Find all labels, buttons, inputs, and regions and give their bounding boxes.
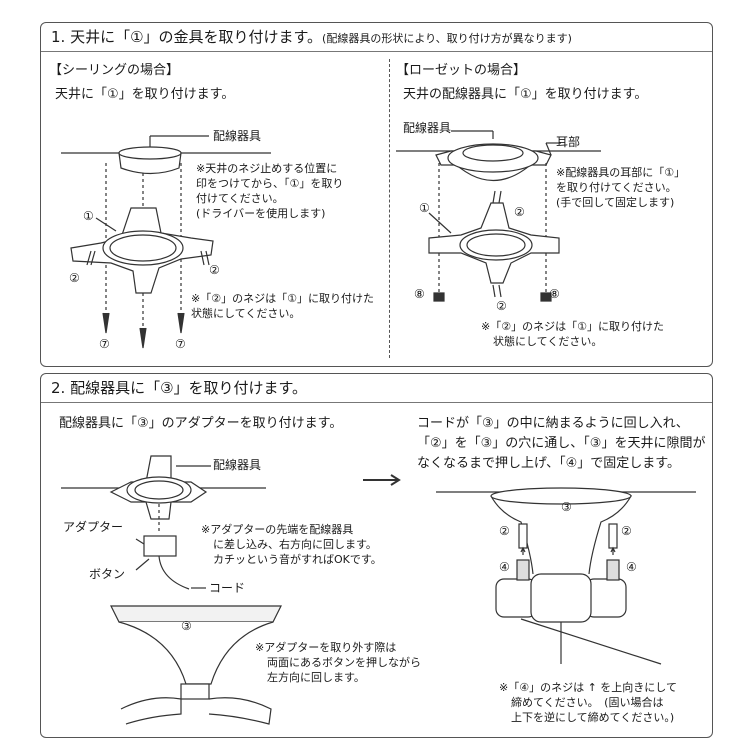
adapter-label-button: ボタン [89,567,126,581]
install-note-line: 締めてください。 (固い場合は [511,696,664,709]
adapter-note1: ※アダプターの先端を配線器具 に差し込み、右方向に回します。 カチッという音がす… [201,522,382,567]
section1-divider [389,59,390,358]
rosette-note-line: (手で回して固定します) [556,196,675,209]
ceiling-num-1: ① [83,209,94,223]
adapter-num-3: ③ [181,619,192,633]
section1-title-note: (配線器具の形状により、取り付け方が異なります) [322,32,572,45]
ceiling-num-2-right: ② [209,263,220,277]
ceiling-note: ※天井のネジ止めする位置に 印をつけてから、「①」を取り 付けてください。 (ド… [196,161,343,221]
rosette-intro: 天井の配線器具に「①」を取り付けます。 [403,87,648,102]
section1-title-text: 1. 天井に「①」の金具を取り付けます。 [51,28,323,46]
adapter-illustration [61,455,696,725]
adapter-note1-line: に差し込み、右方向に回します。 [213,538,377,551]
rosette-note-line: を取り付けてください。 [556,181,677,194]
rosette-note2-line: ※「②」のネジは「①」に取り付けた [481,320,664,333]
section2-title-text: 2. 配線器具に「③」を取り付けます。 [51,379,308,397]
ceiling-note2-line: 状態にしてください。 [191,307,301,320]
rosette-note-line: ※配線器具の耳部に「①」 [556,166,686,179]
ceiling-note-line: 付けてください。 [196,192,284,205]
install-num-2-left: ② [499,524,510,538]
install-note-line: 上下を逆にして締めてください。) [511,711,675,724]
install-note-line: ※「④」のネジは ↑ を上向きにして [499,681,677,694]
section1-panel: 1. 天井に「①」の金具を取り付けます。(配線器具の形状により、取り付け方が異な… [40,22,713,367]
ceiling-num-2-left: ② [69,271,80,285]
adapter-note2-line: ※アダプターを取り外す際は [255,641,397,654]
adapter-label-adapter: アダプター [63,520,124,534]
rosette-num-2-top: ② [514,205,525,219]
adapter-note2: ※アダプターを取り外す際は 両面にあるボタンを押しながら 左方向に回します。 [255,640,421,685]
ceiling-note-line: (ドライバーを使用します) [196,207,326,220]
ceiling-note-line: ※天井のネジ止めする位置に [196,162,338,175]
install-num-4-left: ④ [499,560,510,574]
section2-panel: 2. 配線器具に「③」を取り付けます。 [40,373,713,738]
rosette-note: ※配線器具の耳部に「①」 を取り付けてください。 (手で回して固定します) [556,165,685,210]
install-num-2-right: ② [621,524,632,538]
rosette-label-haisen: 配線器具 [403,121,452,135]
ceiling-heading: 【シーリングの場合】 [49,63,180,78]
adapter-note1-line: カチッという音がすればOKです。 [213,553,382,566]
adapter-note2-line: 両面にあるボタンを押しながら [267,656,421,669]
ceiling-note2: ※「②」のネジは「①」に取り付けた 状態にしてください。 [191,291,374,321]
rosette-label-mimi: 耳部 [556,135,581,149]
install-note: ※「④」のネジは ↑ を上向きにして 締めてください。 (固い場合は 上下を逆に… [499,680,677,725]
adapter-note1-line: ※アダプターの先端を配線器具 [201,523,354,536]
ceiling-note-line: 印をつけてから、「①」を取り [196,177,344,190]
adapter-label-cord: コード [209,581,246,595]
adapter-intro: 配線器具に「③」のアダプターを取り付けます。 [59,416,343,431]
rosette-num-2-bottom: ② [496,299,507,313]
install-intro-line: なくなるまで押し上げ、「④」で固定します。 [417,456,680,471]
rosette-mount-illustration [396,130,601,302]
rosette-num-8-right: ⑧ [549,287,560,301]
ceiling-num-7-right: ⑦ [175,337,186,351]
ceiling-num-7-left: ⑦ [99,337,110,351]
adapter-note2-line: 左方向に回します。 [267,671,365,684]
rosette-num-1: ① [419,201,430,215]
section2-title: 2. 配線器具に「③」を取り付けます。 [41,374,712,403]
rosette-note2-line: 状態にしてください。 [493,335,603,348]
ceiling-intro: 天井に「①」を取り付けます。 [55,87,235,102]
rosette-heading: 【ローゼットの場合】 [396,63,527,78]
section1-title: 1. 天井に「①」の金具を取り付けます。(配線器具の形状により、取り付け方が異な… [41,23,712,52]
install-num-3: ③ [561,500,572,514]
ceiling-mount-illustration [61,135,271,349]
adapter-label-haisen: 配線器具 [213,458,262,472]
install-intro-line: コードが「③」の中に納まるように回し入れ、 [417,416,689,431]
rosette-num-8-left: ⑧ [414,287,425,301]
rosette-note2: ※「②」のネジは「①」に取り付けた 状態にしてください。 [481,319,664,349]
install-num-4-right: ④ [626,560,637,574]
install-intro: コードが「③」の中に納まるように回し入れ、 「②」を「③」の穴に通し、「③」を天… [417,414,705,474]
ceiling-note2-line: ※「②」のネジは「①」に取り付けた [191,292,374,305]
ceiling-label-haisen: 配線器具 [213,129,262,143]
install-intro-line: 「②」を「③」の穴に通し、「③」を天井に隙間が [417,436,706,451]
